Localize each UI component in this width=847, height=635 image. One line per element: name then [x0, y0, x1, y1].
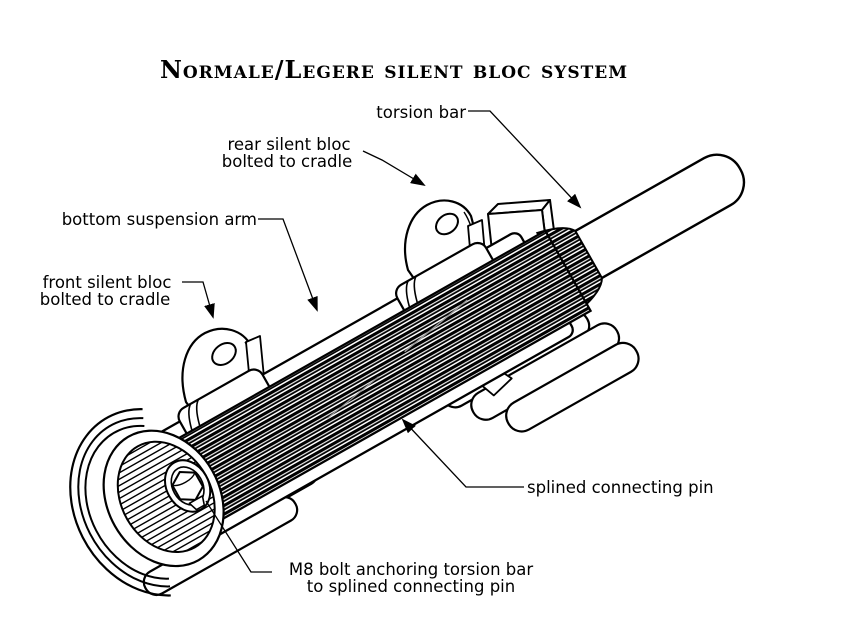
rear-bloc-hole	[435, 212, 459, 236]
outer-shell-arc	[69, 408, 171, 597]
label-front-silent-bloc-line1: front silent bloc	[43, 273, 172, 292]
label-bottom-suspension-arm: bottom suspension arm	[62, 210, 257, 229]
bolt-facet-line	[172, 472, 196, 487]
splined-pin-leader	[401, 418, 524, 488]
torsion-bar-leader	[468, 110, 582, 209]
shaft-assembly	[69, 153, 746, 597]
front-silent-bloc-leader	[182, 281, 215, 319]
spline-sheen-line	[404, 299, 468, 353]
front-bloc-hole	[211, 342, 237, 366]
spline-sheen-line	[327, 376, 379, 419]
label-m8-bolt-line2: to splined connecting pin	[307, 577, 515, 596]
inner-shell-arc	[84, 424, 169, 580]
label-torsion-bar: torsion bar	[376, 103, 466, 122]
label-front-silent-bloc-line2: bolted to cradle	[40, 290, 170, 309]
leader-lines	[182, 110, 582, 573]
label-rear-silent-bloc-line2: bolted to cradle	[222, 152, 352, 171]
bolt-clip	[188, 495, 206, 511]
middle-shell-arc	[77, 417, 171, 588]
diagram-title: Normale/Legere silent bloc system	[160, 55, 628, 84]
tube-open-end	[69, 408, 225, 597]
label-splined-connecting-pin: splined connecting pin	[527, 478, 714, 497]
rear-silent-bloc-leader	[362, 150, 426, 187]
m8-bolt-leader	[205, 500, 272, 573]
label-rear-silent-bloc-line1: rear silent bloc	[227, 135, 350, 154]
bottom-suspension-arm-leader	[258, 218, 318, 312]
label-m8-bolt-line1: M8 bolt anchoring torsion bar	[289, 560, 533, 579]
